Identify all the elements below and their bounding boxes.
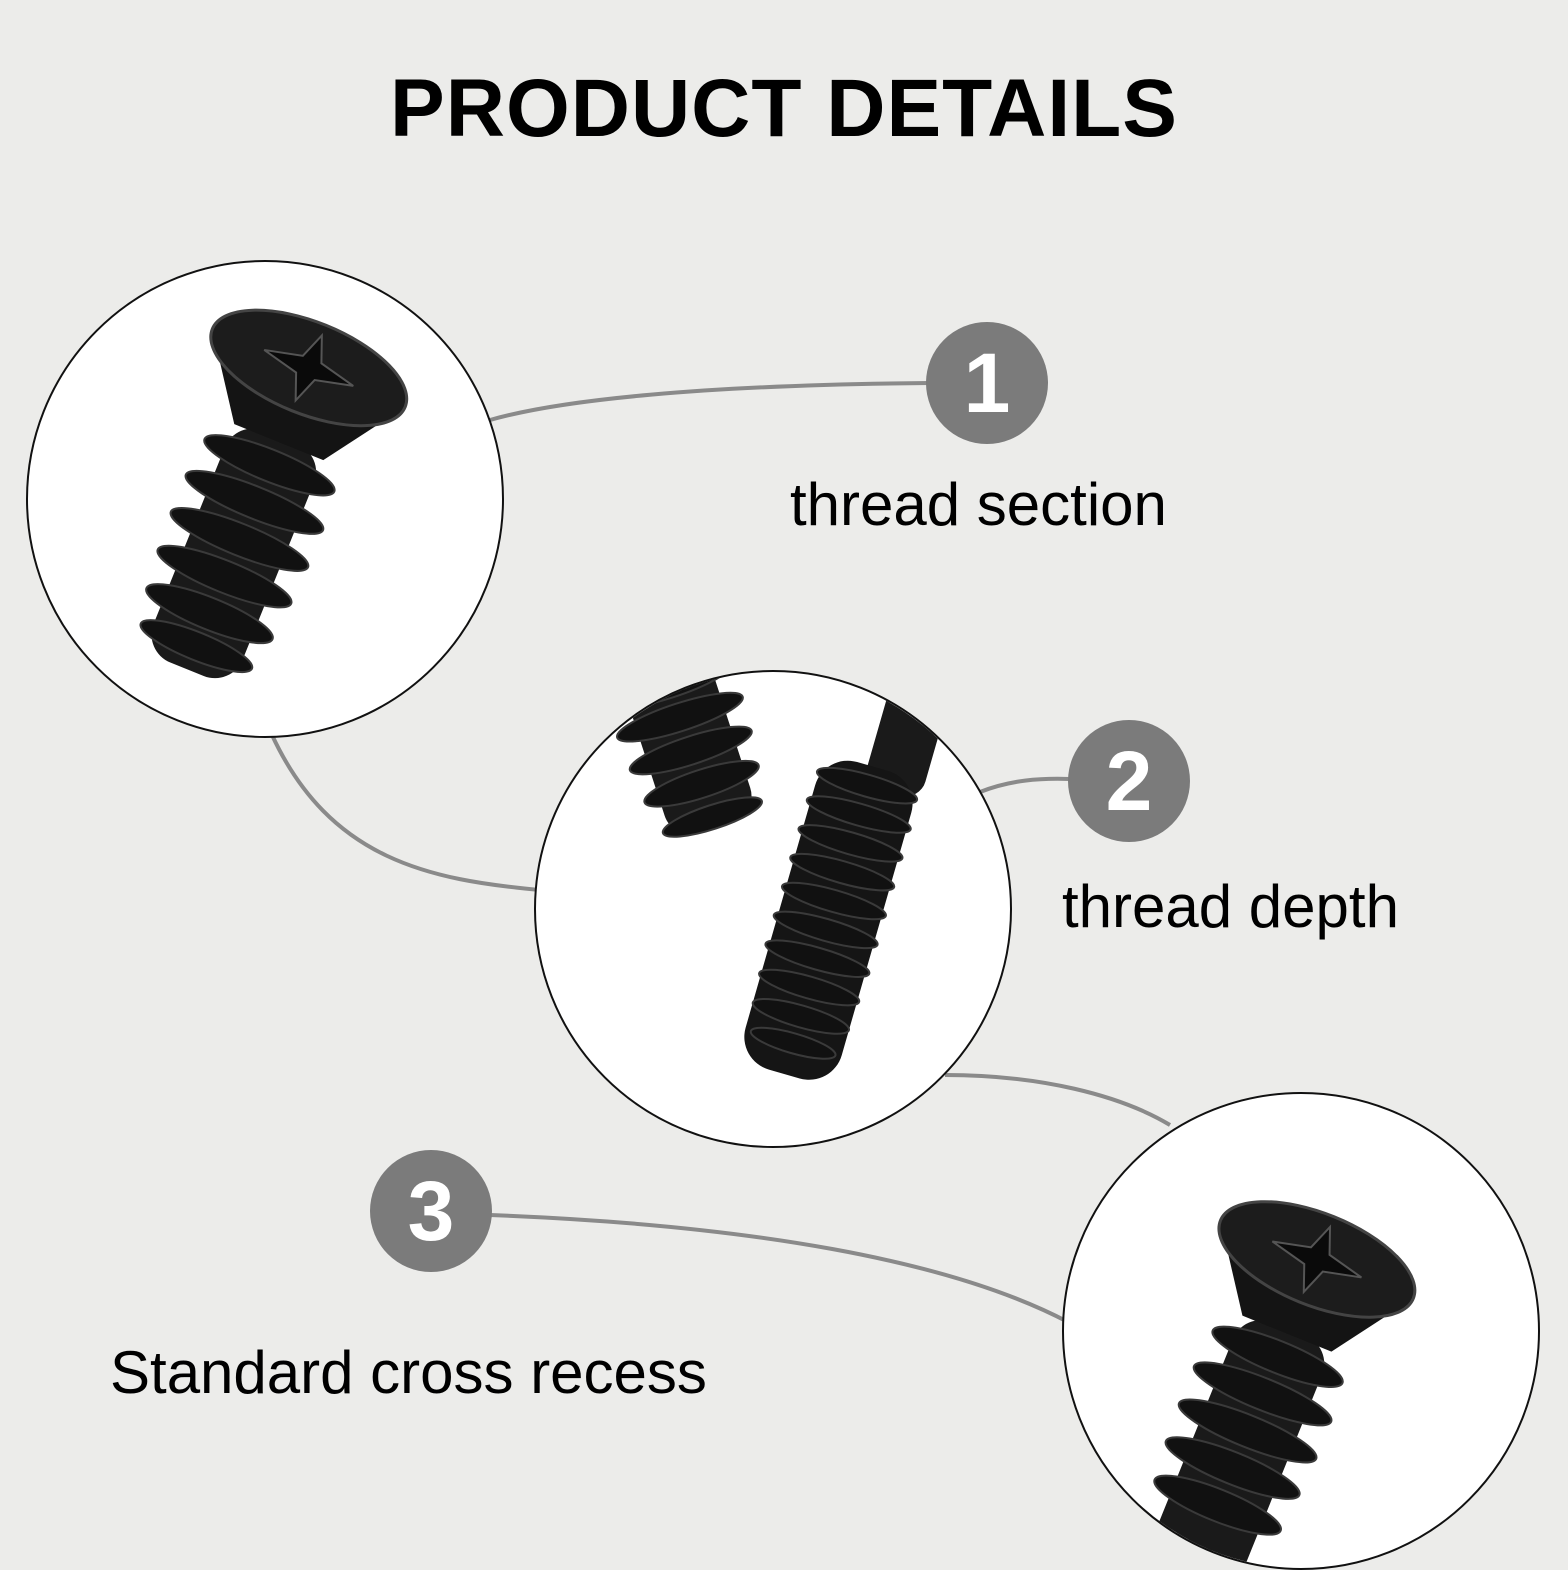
detail-image-thread-section bbox=[26, 260, 504, 738]
detail-label-thread-depth: thread depth bbox=[1062, 873, 1399, 940]
connector-line-2-3 bbox=[944, 1073, 1172, 1127]
screw-thread-closeup-icon bbox=[605, 672, 957, 1080]
connector-line-2 bbox=[979, 776, 1071, 794]
page-title: PRODUCT DETAILS bbox=[390, 63, 1178, 154]
detail-number-badge-2: 2 bbox=[1068, 720, 1190, 842]
connector-line-1 bbox=[489, 381, 931, 422]
detail-number-badge-1: 1 bbox=[926, 322, 1048, 444]
detail-number-badge-3: 3 bbox=[370, 1150, 492, 1272]
detail-image-thread-depth bbox=[534, 670, 1012, 1148]
countersunk-screw-icon bbox=[139, 308, 409, 679]
detail-image-cross-recess bbox=[1062, 1092, 1540, 1570]
detail-label-thread-section: thread section bbox=[790, 471, 1167, 538]
connector-line-1-2 bbox=[270, 734, 541, 892]
detail-label-cross-recess: Standard cross recess bbox=[110, 1339, 707, 1406]
connector-line-3 bbox=[489, 1213, 1069, 1324]
cross-recess-screw-icon bbox=[1153, 1200, 1417, 1568]
